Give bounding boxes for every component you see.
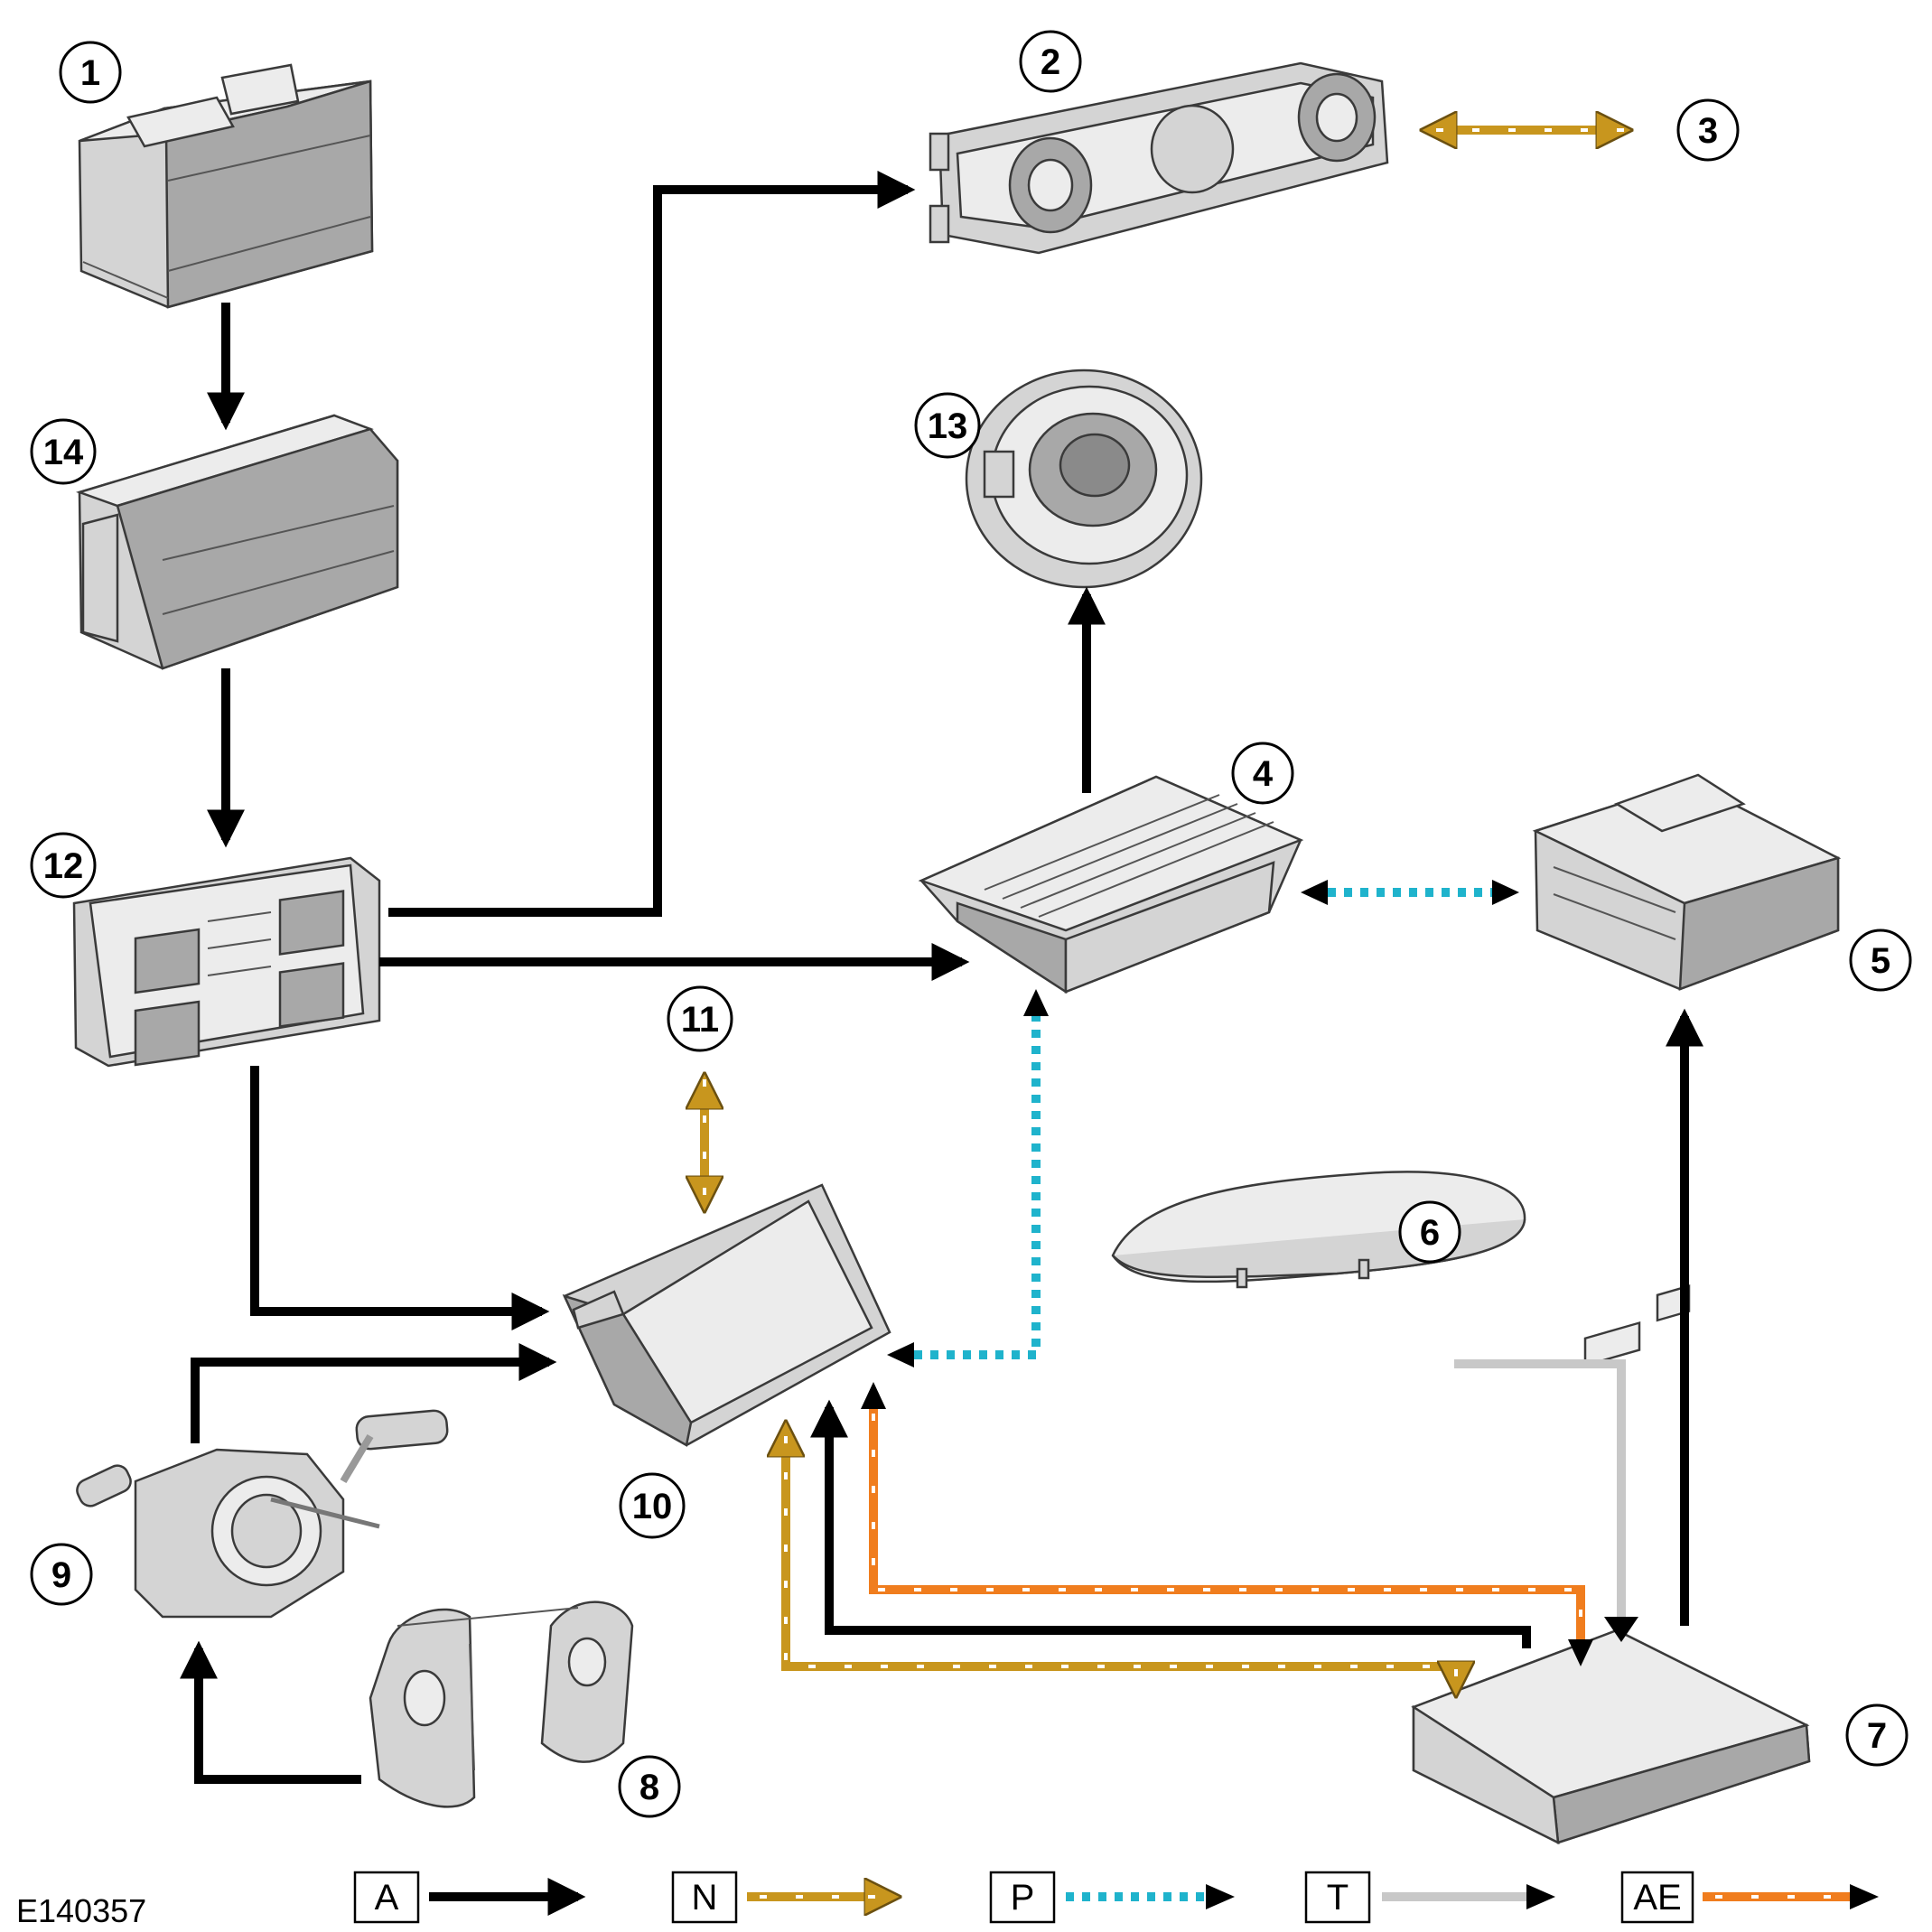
svg-text:1: 1 [80, 53, 100, 93]
power-distribution-box-illustration [76, 414, 399, 670]
callout-12: 12 [30, 832, 97, 899]
svg-text:13: 13 [928, 406, 968, 446]
link-12-2 [388, 171, 916, 917]
callout-7: 7 [1845, 1703, 1909, 1767]
svg-text:3: 3 [1698, 111, 1718, 151]
audio-unit-illustration [1532, 773, 1842, 991]
climate-control-panel-illustration [929, 61, 1389, 255]
link-8-9 [180, 1640, 361, 1784]
antenna-illustration [1111, 1171, 1526, 1289]
speaker-illustration [965, 369, 1203, 589]
legend-item-ae: AE [1620, 1871, 1879, 1924]
svg-text:7: 7 [1867, 1716, 1887, 1756]
link-12-10 [250, 1066, 550, 1330]
svg-text:5: 5 [1871, 941, 1890, 981]
callout-3: 3 [1676, 98, 1740, 162]
svg-text:11: 11 [681, 1000, 719, 1040]
display-module-illustration [562, 1183, 891, 1447]
callout-14: 14 [30, 418, 97, 485]
callout-4: 4 [1231, 742, 1294, 805]
callout-1: 1 [59, 41, 122, 104]
callout-5: 5 [1849, 929, 1912, 992]
callout-11: 11 [667, 985, 733, 1052]
legend: A N P T AE [353, 1871, 1879, 1924]
connections-n [705, 130, 1626, 1691]
callout-8: 8 [618, 1755, 681, 1818]
callout-10: 10 [619, 1472, 686, 1539]
connections-p [887, 880, 1519, 1367]
legend-item-n: N [671, 1871, 894, 1924]
svg-text:10: 10 [632, 1487, 673, 1526]
svg-text:AE: AE [1633, 1878, 1681, 1918]
fuse-box-module-illustration [72, 856, 381, 1068]
svg-text:4: 4 [1253, 754, 1274, 794]
battery-illustration [78, 63, 374, 309]
svg-text:8: 8 [639, 1768, 659, 1807]
svg-text:12: 12 [43, 846, 84, 886]
link-9-10 [191, 1343, 557, 1443]
legend-item-p: P [989, 1871, 1235, 1924]
svg-text:2: 2 [1041, 42, 1060, 82]
callout-9: 9 [30, 1543, 93, 1606]
connections-ae [861, 1382, 1593, 1666]
svg-text:A: A [375, 1878, 399, 1918]
svg-text:9: 9 [51, 1555, 71, 1595]
control-module-illustration [1411, 1284, 1811, 1845]
legend-item-t: T [1304, 1871, 1555, 1924]
svg-text:6: 6 [1420, 1213, 1440, 1253]
link-10-7-orange [869, 1405, 1585, 1639]
callout-13: 13 [914, 392, 981, 459]
audio-amplifier-illustration [918, 775, 1304, 994]
svg-text:P: P [1011, 1878, 1035, 1918]
svg-text:T: T [1327, 1878, 1349, 1918]
svg-text:14: 14 [43, 433, 84, 472]
link-10-4 [914, 1016, 1041, 1359]
clockspring-switch-assembly-illustration [76, 1409, 449, 1619]
callout-2: 2 [1019, 30, 1082, 93]
link-6-7 [1454, 1359, 1626, 1617]
steering-wheel-switches-illustration [369, 1601, 634, 1808]
connections-t [1454, 1359, 1638, 1642]
svg-text:N: N [692, 1878, 718, 1918]
figure-reference: E140357 [16, 1892, 146, 1929]
callout-6: 6 [1398, 1200, 1461, 1264]
legend-item-a: A [353, 1871, 586, 1924]
link-7-10 [810, 1399, 1531, 1648]
link-10-7-gold [786, 1427, 1456, 1691]
